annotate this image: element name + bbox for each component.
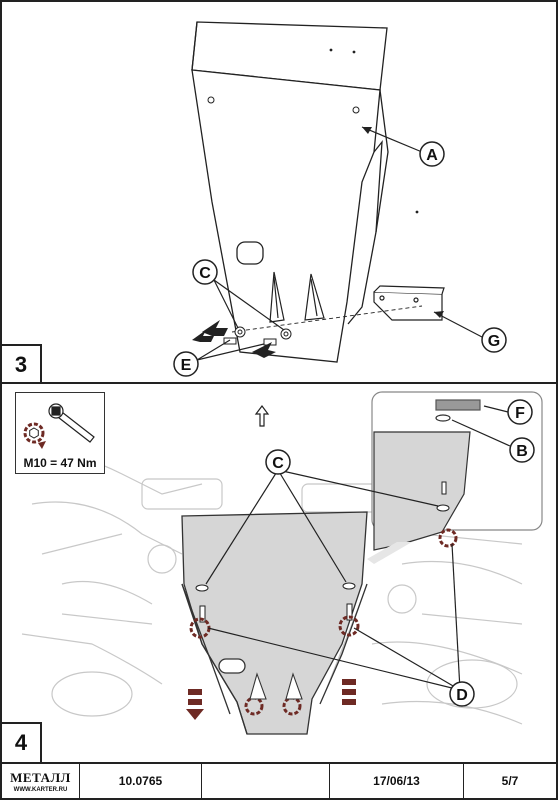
step-3-number: 3 xyxy=(2,344,42,384)
bottom-leader-lines xyxy=(205,405,511,691)
ratchet-wrench-icon xyxy=(23,403,95,449)
callout-c-label: C xyxy=(199,265,211,282)
callout-g: G xyxy=(481,327,507,353)
step-4-panel: C D F B xyxy=(0,382,558,764)
plate-holes xyxy=(207,48,419,214)
callout-d-label: D xyxy=(456,687,468,704)
main-plate-ribs xyxy=(249,672,303,700)
logo-text: МЕТАЛЛ xyxy=(10,769,71,785)
callout-f: F xyxy=(507,399,533,425)
callout-c-bottom-label: C xyxy=(272,455,284,472)
insert-arrows xyxy=(192,320,276,358)
leader-lines xyxy=(196,126,483,361)
callout-g-label: G xyxy=(488,333,500,350)
revision-date: 17/06/13 xyxy=(330,764,464,798)
bracket-g-drawing xyxy=(373,285,445,321)
fasteners-e xyxy=(223,326,292,346)
plate-ribs xyxy=(269,271,325,323)
callout-f-label: F xyxy=(515,405,525,422)
step-4-number: 4 xyxy=(2,722,42,762)
step-3-panel: A C E G 3 xyxy=(0,0,558,384)
title-block: МЕТАЛЛ WWW.KARTER.RU 10.0765 17/06/13 5/… xyxy=(0,762,558,800)
torque-spec-box: M10 = 47 Nm xyxy=(15,392,105,474)
callout-c-bottom: C xyxy=(265,449,291,475)
skid-plate-drawing xyxy=(191,21,389,363)
part-number: 10.0765 xyxy=(80,764,202,798)
step-4-illustration: C D F B xyxy=(21,391,543,735)
torque-value: M10 = 47 Nm xyxy=(23,456,97,470)
callout-d: D xyxy=(449,681,475,707)
brand-logo: МЕТАЛЛ WWW.KARTER.RU xyxy=(2,764,80,798)
leader-arrowheads xyxy=(362,127,444,318)
callout-e-label: E xyxy=(181,357,192,374)
callout-b-label: B xyxy=(516,443,528,460)
direction-arrow-icon xyxy=(254,405,270,427)
page-counter: 5/7 xyxy=(501,774,519,788)
callout-b: B xyxy=(509,437,535,463)
callout-a: A xyxy=(419,141,445,167)
step-3-illustration: A C E G xyxy=(173,21,507,377)
callout-e: E xyxy=(173,351,199,377)
callout-c: C xyxy=(192,259,218,285)
tightening-arrows xyxy=(186,528,458,720)
inset-detail xyxy=(371,391,543,551)
main-skid-plate xyxy=(181,511,368,735)
callout-a-label: A xyxy=(426,147,438,164)
logo-site: WWW.KARTER.RU xyxy=(13,786,68,793)
fasteners-c xyxy=(195,481,450,623)
blank-cell xyxy=(202,764,330,798)
